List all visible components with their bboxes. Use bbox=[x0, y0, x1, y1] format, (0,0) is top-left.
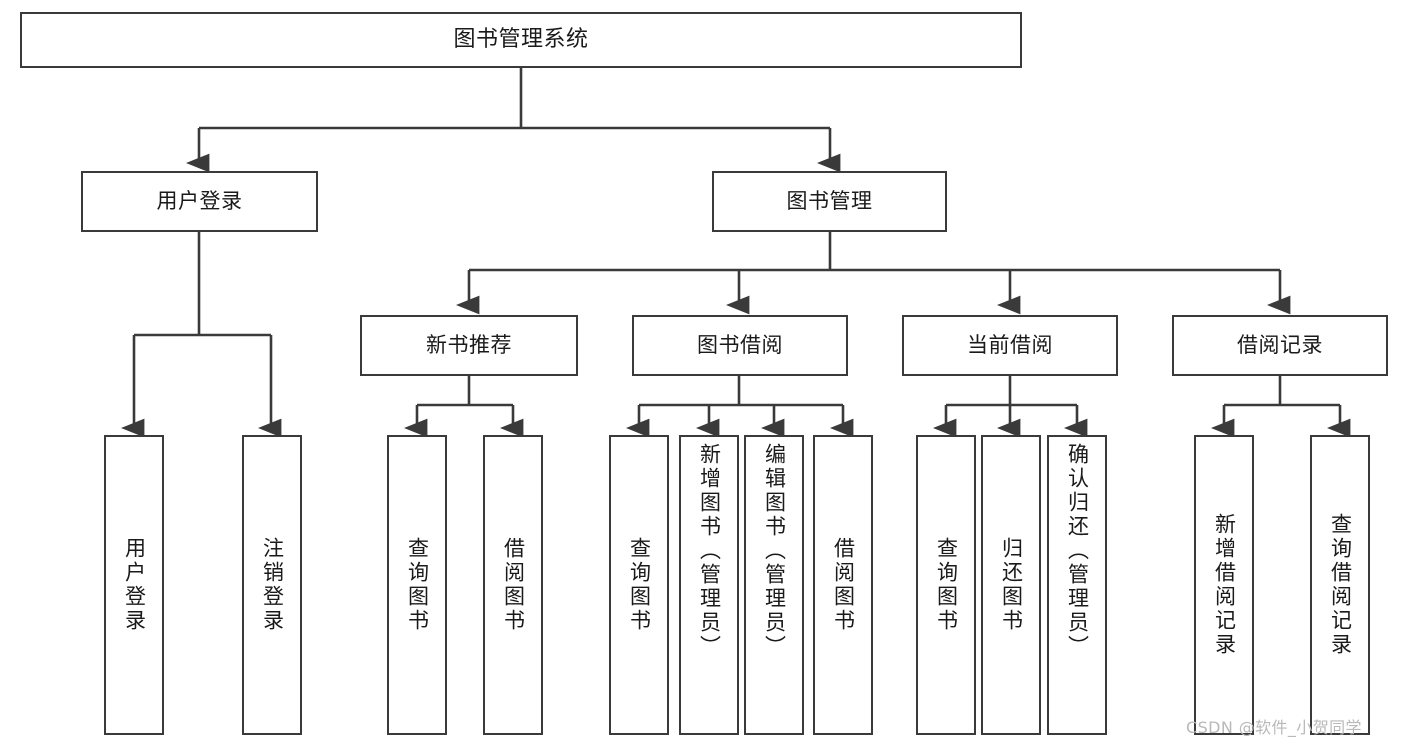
node-label: 查询图书 bbox=[934, 537, 959, 633]
node-book-management[interactable]: 图书管理 bbox=[712, 171, 947, 232]
node-label: 查询图书 bbox=[627, 537, 652, 633]
node-label: 新书推荐 bbox=[426, 332, 512, 357]
node-user-login[interactable]: 用户登录 bbox=[81, 171, 318, 232]
node-label: 注销登录 bbox=[260, 537, 285, 633]
leaf-add-borrow-record[interactable]: 新增借阅记录 bbox=[1194, 435, 1254, 735]
node-label: 图书管理系统 bbox=[453, 26, 589, 52]
node-label: 图书管理 bbox=[786, 188, 873, 213]
leaf-query-book-current[interactable]: 查询图书 bbox=[916, 435, 976, 735]
node-label: 新增图书（管理员） bbox=[697, 443, 722, 659]
node-label: 确认归还（管理员） bbox=[1065, 443, 1090, 659]
node-label: 用户登录 bbox=[156, 188, 243, 213]
node-label: 查询图书 bbox=[405, 537, 430, 633]
leaf-edit-book-admin[interactable]: 编辑图书（管理员） bbox=[744, 435, 804, 735]
watermark-text: CSDN @软件_小贺同学 bbox=[1186, 718, 1362, 737]
leaf-user-login[interactable]: 用户登录 bbox=[104, 435, 164, 735]
leaf-query-book-newbook[interactable]: 查询图书 bbox=[387, 435, 447, 735]
node-current-borrow[interactable]: 当前借阅 bbox=[902, 315, 1118, 376]
node-label: 借阅图书 bbox=[501, 537, 526, 633]
leaf-query-book-borrow[interactable]: 查询图书 bbox=[609, 435, 669, 735]
node-borrow-record[interactable]: 借阅记录 bbox=[1172, 315, 1388, 376]
node-label: 用户登录 bbox=[122, 537, 147, 633]
leaf-borrow-book-newbook[interactable]: 借阅图书 bbox=[483, 435, 543, 735]
node-label: 编辑图书（管理员） bbox=[762, 443, 787, 659]
leaf-add-book-admin[interactable]: 新增图书（管理员） bbox=[679, 435, 739, 735]
node-label: 借阅图书 bbox=[831, 537, 856, 633]
leaf-return-book[interactable]: 归还图书 bbox=[981, 435, 1041, 735]
node-new-book-recommend[interactable]: 新书推荐 bbox=[360, 315, 578, 376]
node-book-borrow[interactable]: 图书借阅 bbox=[632, 315, 848, 376]
node-label: 图书借阅 bbox=[697, 332, 783, 357]
node-root-system[interactable]: 图书管理系统 bbox=[20, 12, 1022, 68]
node-label: 当前借阅 bbox=[967, 332, 1053, 357]
leaf-borrow-book[interactable]: 借阅图书 bbox=[813, 435, 873, 735]
node-label: 借阅记录 bbox=[1237, 332, 1323, 357]
node-label: 归还图书 bbox=[999, 537, 1024, 633]
node-label: 新增借阅记录 bbox=[1212, 513, 1237, 657]
leaf-query-borrow-record[interactable]: 查询借阅记录 bbox=[1310, 435, 1370, 735]
node-label: 查询借阅记录 bbox=[1328, 513, 1353, 657]
leaf-logout-login[interactable]: 注销登录 bbox=[242, 435, 302, 735]
leaf-confirm-return-admin[interactable]: 确认归还（管理员） bbox=[1047, 435, 1107, 735]
